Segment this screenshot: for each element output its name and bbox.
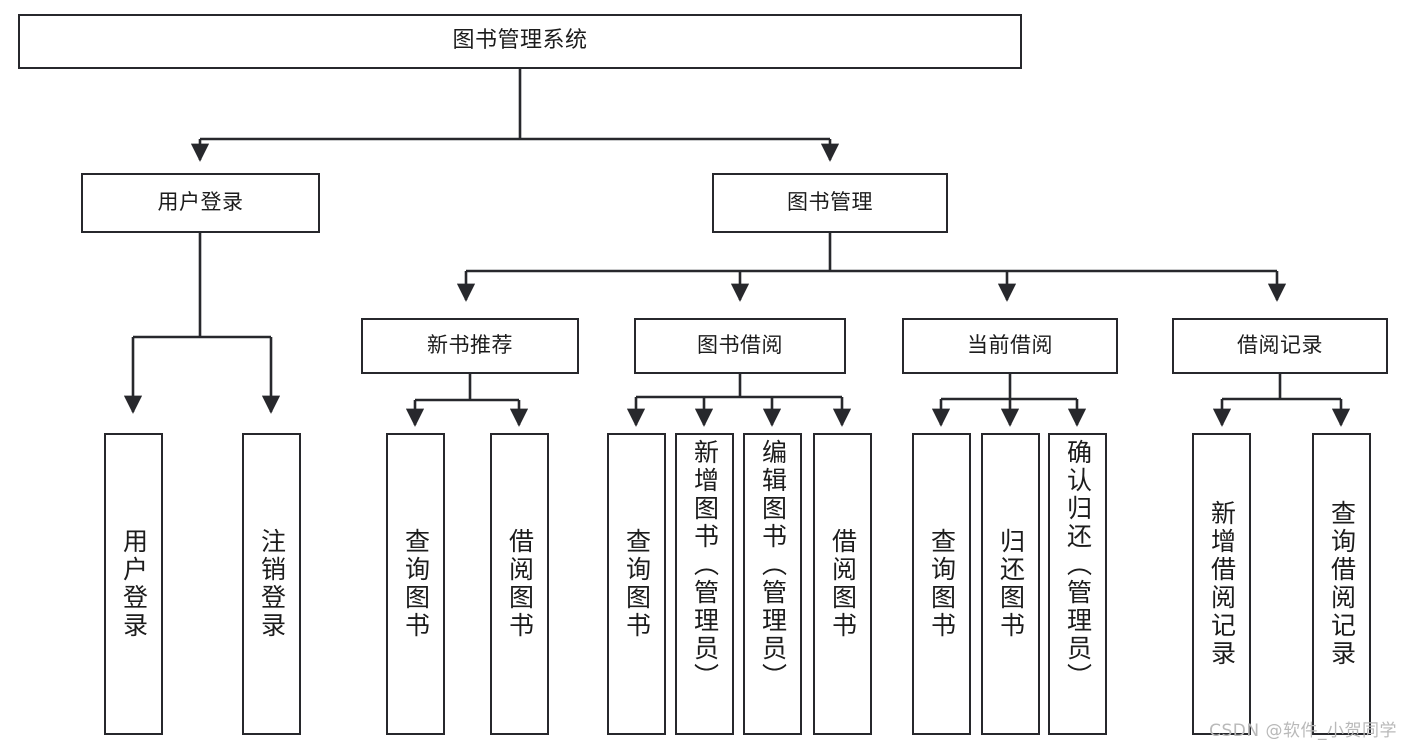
node-leaf-query-book-recommend[interactable]: 查询图书 bbox=[386, 433, 445, 735]
node-new-book-recommend[interactable]: 新书推荐 bbox=[361, 318, 579, 374]
node-book-borrow[interactable]: 图书借阅 bbox=[634, 318, 846, 374]
node-borrow-record[interactable]: 借阅记录 bbox=[1172, 318, 1388, 374]
node-label: 归还图书 bbox=[996, 528, 1026, 640]
node-leaf-query-book-current[interactable]: 查询图书 bbox=[912, 433, 971, 735]
node-leaf-borrow-book-recommend[interactable]: 借阅图书 bbox=[490, 433, 549, 735]
node-leaf-confirm-return-admin[interactable]: 确认归还（管理员） bbox=[1048, 433, 1107, 735]
node-book-management[interactable]: 图书管理 bbox=[712, 173, 948, 233]
node-label: 借阅图书 bbox=[505, 528, 535, 640]
node-label: 当前借阅 bbox=[967, 333, 1053, 358]
node-label: 查询图书 bbox=[622, 528, 652, 640]
node-label: 图书管理 bbox=[787, 190, 873, 215]
node-label: 编辑图书（管理员） bbox=[758, 439, 788, 691]
node-leaf-return-book[interactable]: 归还图书 bbox=[981, 433, 1040, 735]
node-label: 查询图书 bbox=[927, 528, 957, 640]
node-label: 借阅图书 bbox=[828, 528, 858, 640]
node-label: 新增借阅记录 bbox=[1207, 500, 1237, 668]
node-root-system[interactable]: 图书管理系统 bbox=[18, 14, 1022, 69]
node-label: 图书借阅 bbox=[697, 333, 783, 358]
node-leaf-query-book-borrow[interactable]: 查询图书 bbox=[607, 433, 666, 735]
node-label: 用户登录 bbox=[119, 528, 149, 640]
node-current-borrow[interactable]: 当前借阅 bbox=[902, 318, 1118, 374]
node-label: 新书推荐 bbox=[427, 333, 513, 358]
node-leaf-borrow-book[interactable]: 借阅图书 bbox=[813, 433, 872, 735]
node-leaf-add-book-admin[interactable]: 新增图书（管理员） bbox=[675, 433, 734, 735]
node-label: 确认归还（管理员） bbox=[1063, 439, 1093, 691]
node-leaf-query-borrow-record[interactable]: 查询借阅记录 bbox=[1312, 433, 1371, 735]
node-label: 新增图书（管理员） bbox=[690, 439, 720, 691]
node-label: 图书管理系统 bbox=[452, 28, 588, 54]
node-label: 用户登录 bbox=[157, 190, 244, 215]
node-leaf-edit-book-admin[interactable]: 编辑图书（管理员） bbox=[743, 433, 802, 735]
node-leaf-user-login[interactable]: 用户登录 bbox=[104, 433, 163, 735]
node-label: 借阅记录 bbox=[1237, 333, 1323, 358]
node-label: 查询借阅记录 bbox=[1327, 500, 1357, 668]
node-label: 注销登录 bbox=[257, 528, 287, 640]
node-user-login[interactable]: 用户登录 bbox=[81, 173, 320, 233]
node-leaf-add-borrow-record[interactable]: 新增借阅记录 bbox=[1192, 433, 1251, 735]
node-leaf-logout[interactable]: 注销登录 bbox=[242, 433, 301, 735]
node-label: 查询图书 bbox=[401, 528, 431, 640]
